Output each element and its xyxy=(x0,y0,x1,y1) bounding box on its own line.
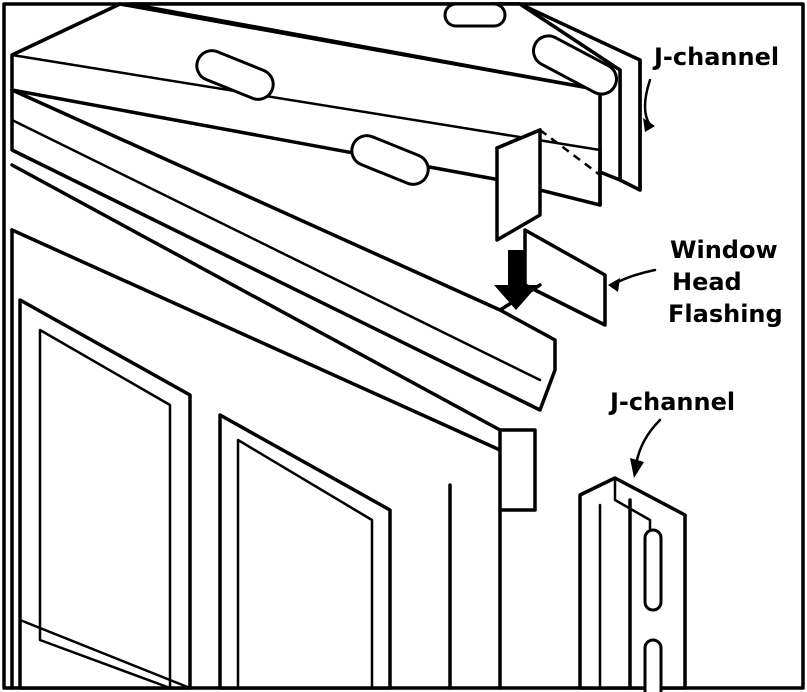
slot xyxy=(643,638,663,692)
slot xyxy=(643,528,663,612)
label-top-jchannel: J-channel xyxy=(652,43,779,71)
window-head xyxy=(10,88,557,690)
down-arrow-icon xyxy=(494,250,538,310)
label-flashing-flashing: Flashing xyxy=(668,300,783,328)
label-flashing-head: Head xyxy=(672,268,742,296)
label-flashing-window: Window xyxy=(670,236,778,264)
window-frame xyxy=(18,298,502,690)
side-jchannel xyxy=(578,476,687,692)
top-jchannel-strips xyxy=(10,2,642,207)
slot xyxy=(443,2,507,28)
jchannel-folded-end xyxy=(495,128,601,242)
slot xyxy=(532,34,618,96)
label-side-jchannel: J-channel xyxy=(608,388,735,416)
leader-side-jchannel xyxy=(634,418,662,467)
leader-top-jchannel xyxy=(643,78,652,127)
slot xyxy=(350,134,430,186)
slot xyxy=(195,49,275,101)
window-panel-right xyxy=(218,413,392,690)
